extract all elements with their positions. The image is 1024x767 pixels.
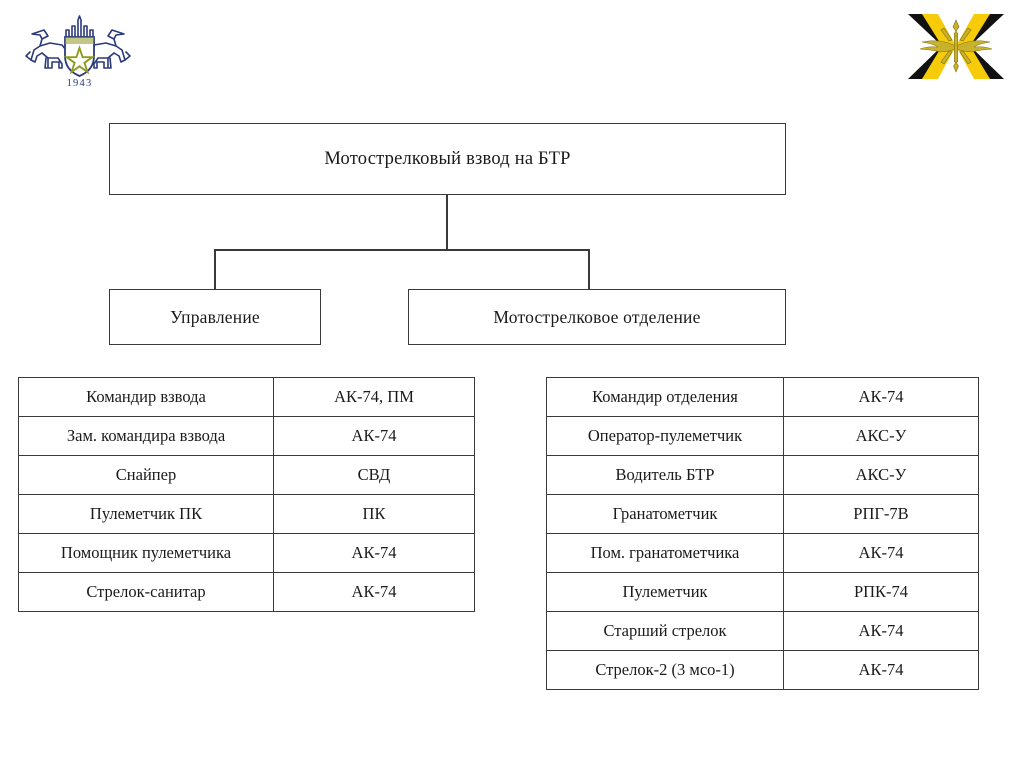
org-node-motostrelkovoe-otdelenie: Мотострелковое отделение [408,289,786,345]
cell-role: Гранатометчик [546,494,784,534]
cell-weapon: АК-74 [273,572,475,612]
cell-role: Пулеметчик [546,572,784,612]
connector-horizontal-bar [214,249,589,251]
cell-weapon: СВД [273,455,475,495]
connector-left-vertical [214,249,216,289]
cell-role: Снайпер [18,455,274,495]
cell-role: Старший стрелок [546,611,784,651]
cell-weapon: АК-74 [783,611,979,651]
heraldic-lions-shield-icon: 1943 [18,12,138,89]
cell-weapon: АК-74 [273,416,475,456]
cell-role: Помощник пулеметчика [18,533,274,573]
org-node-upravlenie-label: Управление [170,306,260,327]
cell-weapon: АК-74 [783,377,979,417]
cell-weapon: АК-74, ПМ [273,377,475,417]
cell-weapon: РПГ-7В [783,494,979,534]
cell-role: Стрелок-санитар [18,572,274,612]
cell-weapon: АК-74 [273,533,475,573]
connector-right-vertical [588,249,590,289]
cell-role: Водитель БТР [546,455,784,495]
cell-role: Командир взвода [18,377,274,417]
cell-weapon: АКС-У [783,455,979,495]
emblem-year-label: 1943 [67,78,93,89]
cell-role: Зам. командира взвода [18,416,274,456]
signal-troops-winged-emblem-icon [908,14,1004,79]
cell-weapon: АК-74 [783,650,979,690]
cell-weapon: РПК-74 [783,572,979,612]
org-node-motostrelkovoe-otdelenie-label: Мотострелковое отделение [493,306,701,327]
cell-weapon: ПК [273,494,475,534]
org-node-root: Мотострелковый взвод на БТР [109,123,786,195]
cell-role: Пулеметчик ПК [18,494,274,534]
cell-weapon: АК-74 [783,533,979,573]
connector-root-vertical [446,195,448,250]
cell-role: Командир отделения [546,377,784,417]
table-row: Стрелок-2 (3 мсо-1)АК-74 [546,650,979,690]
cell-weapon: АКС-У [783,416,979,456]
cell-role: Стрелок-2 (3 мсо-1) [546,650,784,690]
org-node-upravlenie: Управление [109,289,321,345]
cell-role: Оператор-пулеметчик [546,416,784,456]
org-node-root-label: Мотострелковый взвод на БТР [324,148,571,169]
cell-role: Пом. гранатометчика [546,533,784,573]
